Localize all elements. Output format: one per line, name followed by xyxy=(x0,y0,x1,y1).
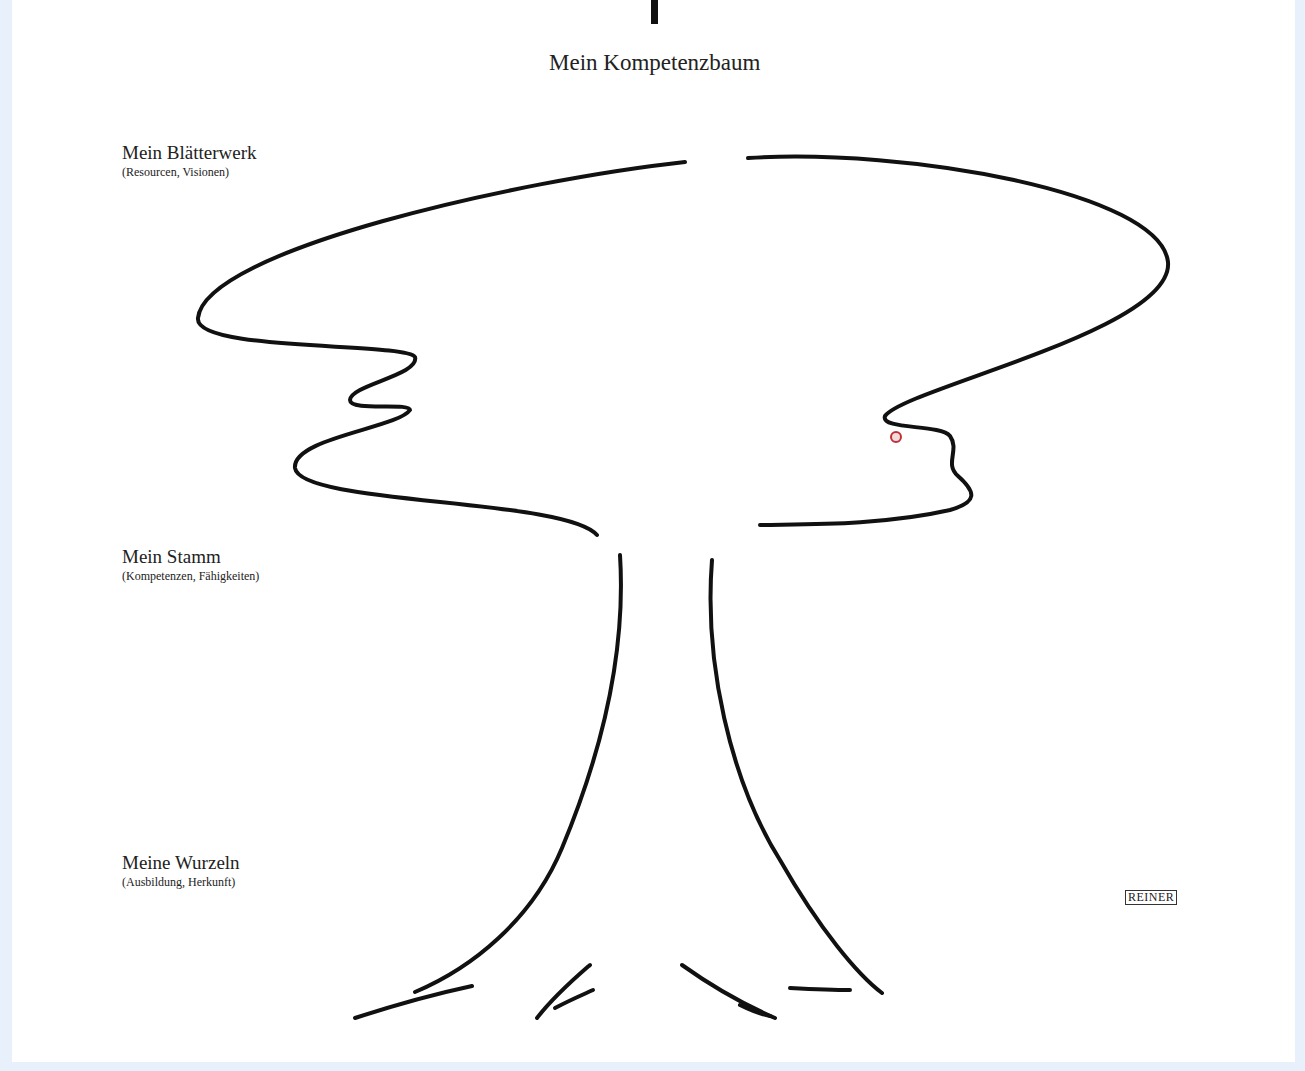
section-note: (Ausbildung, Herkunft) xyxy=(122,876,235,889)
section-heading: Mein Stamm xyxy=(122,547,221,568)
trunk-left xyxy=(415,555,621,992)
section-heading: Mein Blätterwerk xyxy=(122,143,257,164)
crown-right xyxy=(748,157,1168,525)
title: Mein Kompetenzbaum xyxy=(549,50,760,75)
root xyxy=(537,965,590,1018)
trunk-right xyxy=(711,560,882,993)
root xyxy=(740,1005,770,1016)
crown-left xyxy=(198,162,685,535)
glyph-fragment xyxy=(651,0,658,24)
root xyxy=(790,988,850,990)
section-note: (Kompetenzen, Fähigkeiten) xyxy=(122,570,259,583)
root xyxy=(555,990,593,1008)
root xyxy=(355,986,472,1018)
author-stamp: REINER xyxy=(1125,890,1177,905)
red-dot xyxy=(891,432,901,442)
root xyxy=(682,965,775,1018)
section-heading: Meine Wurzeln xyxy=(122,853,240,874)
section-note: (Resourcen, Visionen) xyxy=(122,166,229,179)
